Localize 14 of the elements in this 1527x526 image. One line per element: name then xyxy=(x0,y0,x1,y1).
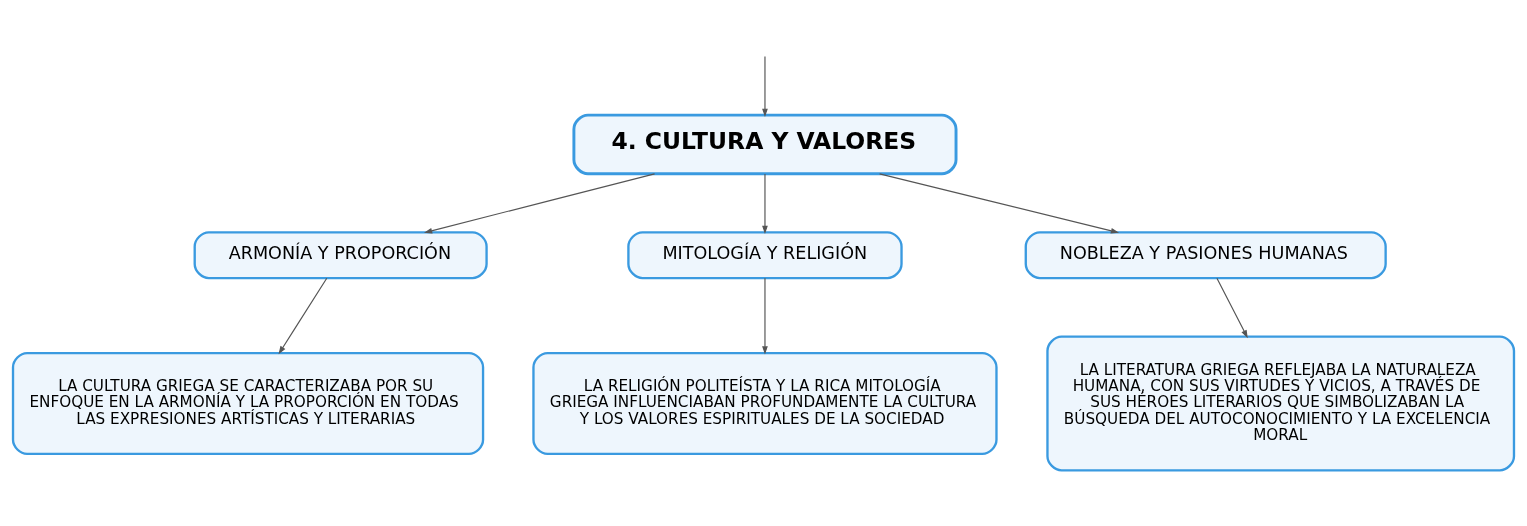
arrow xyxy=(879,173,1120,234)
node-box: ARMONÍA Y PROPORCIÓN xyxy=(193,231,488,280)
arrow xyxy=(762,277,768,355)
arrow xyxy=(762,56,768,117)
arrow xyxy=(278,277,328,355)
node-box: 4. CULTURA Y VALORES xyxy=(572,113,958,176)
node-box: NOBLEZA Y PASIONES HUMANAS xyxy=(1024,231,1387,280)
node-box: LA LITERATURA GRIEGA REFLEJABA LA NATURALEZA HUMANA, CON SUS VIRTUDES Y VICIOS, A TRAVÉS DE SUS HÉROES LITERARIOS QUE SIMBOLIZABAN LA BÚSQUEDA DEL AUTOCONOCIMIENTO Y LA EXCELENCIA MORAL xyxy=(1046,335,1516,472)
arrow xyxy=(762,173,768,234)
node-box: MITOLOGÍA Y RELIGIÓN xyxy=(627,231,903,280)
node-box: LA CULTURA GRIEGA SE CARACTERIZABA POR SU ENFOQUE EN LA ARMONÍA Y LA PROPORCIÓN EN TODAS LAS EXPRESIONES ARTÍSTICAS Y LITERARIAS xyxy=(11,351,485,456)
arrow xyxy=(1216,277,1248,339)
node-box: LA RELIGIÓN POLITEÍSTA Y LA RICA MITOLOGÍA GRIEGA INFLUENCIABAN PROFUNDAMENTE LA CULTURA Y LOS VALORES ESPIRITUALES DE LA SOCIEDAD xyxy=(532,351,998,456)
arrow xyxy=(423,173,656,234)
